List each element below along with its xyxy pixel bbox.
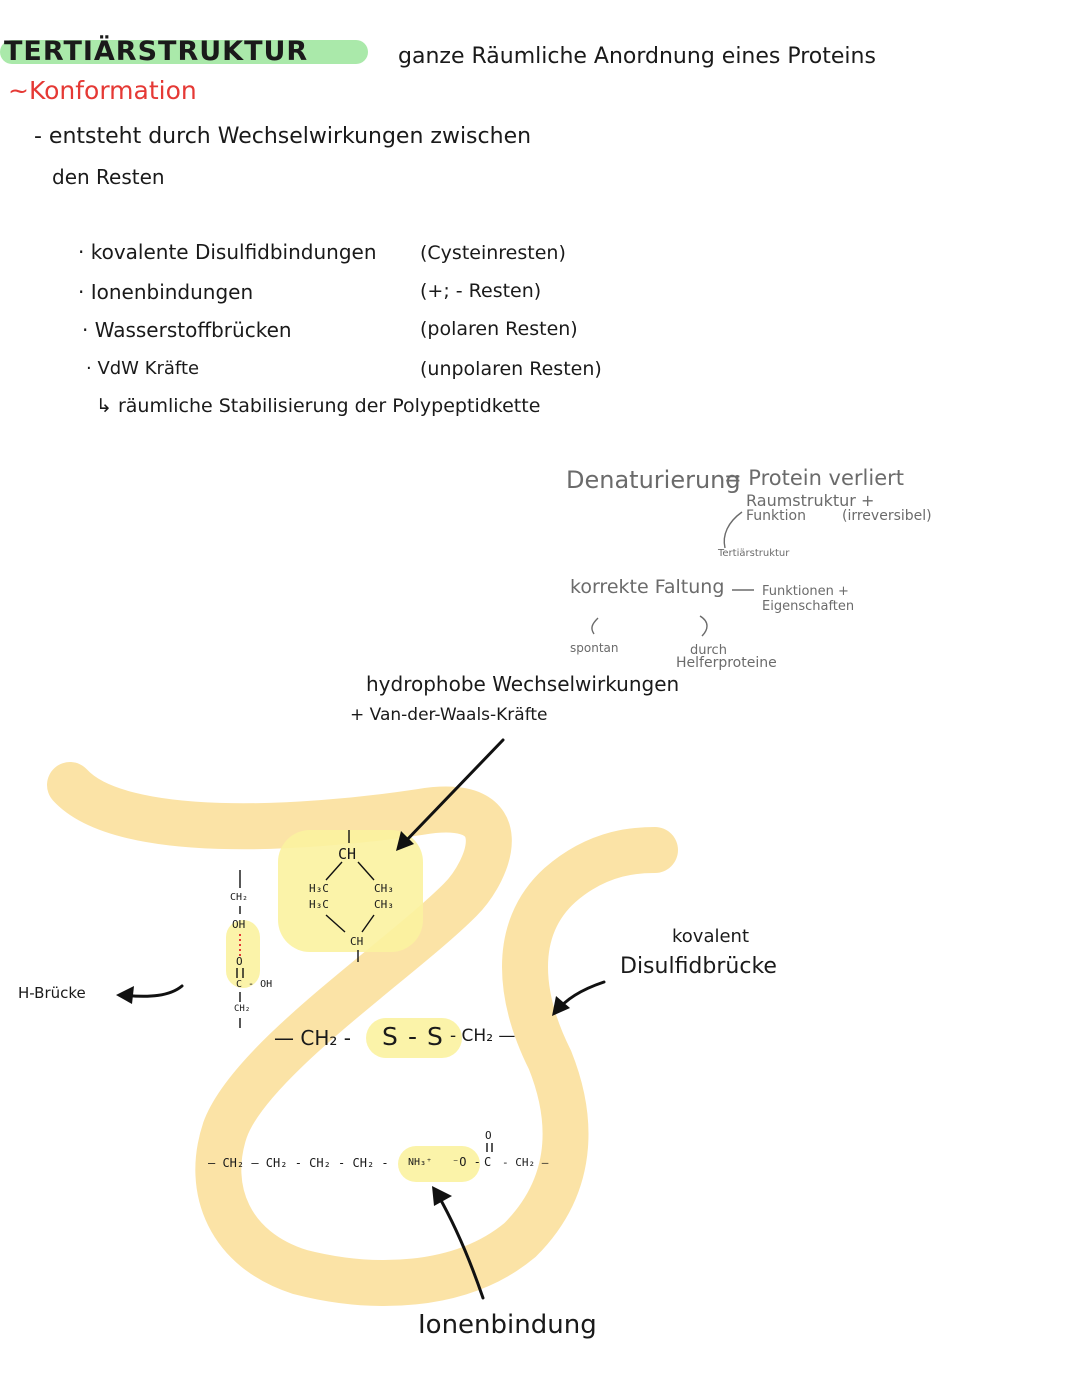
hydrophobic-ch-bottom: CH <box>350 935 364 948</box>
spontaneous-arrow <box>591 617 599 635</box>
disulfide-right: - CH₂ — <box>450 1026 516 1046</box>
page-subtitle: ~Konformation <box>8 76 197 105</box>
helper-label-1: durch <box>690 643 727 658</box>
hbond-arrowhead <box>116 986 134 1004</box>
ionic-c: C <box>484 1155 492 1169</box>
hbond-o: O <box>236 955 243 968</box>
hydrophobic-ch3-1: CH₃ <box>374 882 394 895</box>
hydrophobic-bond <box>325 861 343 881</box>
title-definition: ganze Räumliche Anordnung eines Proteins <box>398 44 876 69</box>
ionic-tail: - CH₂ — <box>502 1156 549 1169</box>
hydrophobic-label-1: hydrophobe Wechselwirkungen <box>366 672 680 696</box>
hydrophobic-arrowhead <box>396 831 414 851</box>
denaturation-arrow <box>723 511 743 549</box>
hbond-ch2-top: CH₂ <box>230 892 249 903</box>
hbond-highlight <box>226 920 260 988</box>
folding-label: korrekte Faltung <box>570 576 725 598</box>
bond-item-name: · Ionenbindungen <box>78 280 254 304</box>
hydrophobic-bond <box>357 861 375 881</box>
hydrophobic-bond <box>361 914 375 933</box>
hbond-label: H-Brücke <box>18 984 86 1002</box>
hydrophobic-ch-top: CH <box>338 845 357 863</box>
bond-item-name: · Wasserstoffbrücken <box>82 318 292 342</box>
intro-line2: den Resten <box>52 165 165 189</box>
functions-label: Funktionen + <box>762 584 849 599</box>
properties-label: Eigenschaften <box>762 599 855 614</box>
covalent-label-1: kovalent <box>672 926 750 947</box>
ionic-arrowhead <box>432 1186 452 1206</box>
ionic-label: Ionenbindung <box>418 1310 597 1340</box>
disulfide-dash: - <box>408 1022 418 1051</box>
hydrophobic-highlight <box>278 830 423 952</box>
denaturation-line3: Funktion <box>746 508 806 524</box>
disulfide-arrowhead <box>552 996 570 1016</box>
hydrophobic-ch3-2: CH₃ <box>374 898 394 911</box>
helper-arrow <box>699 615 708 637</box>
hbond-c-oh: C - OH <box>236 979 273 990</box>
hydrophobic-bond <box>325 914 346 933</box>
hbond-ch2-bottom: CH₂ <box>234 1004 251 1014</box>
bond-item-note: (unpolaren Resten) <box>420 358 602 380</box>
denaturation-term: Denaturierung <box>566 466 741 494</box>
ionic-chain: — CH₂ — CH₂ - CH₂ - CH₂ - <box>208 1156 389 1170</box>
denaturation-definition: = Protein verliert <box>724 466 904 490</box>
hydrophobic-h3c-1: H₃C <box>309 882 329 895</box>
polypeptide-chain <box>47 762 678 1306</box>
spontaneous-label: spontan <box>570 641 619 655</box>
ionic-o-minus: ⁻O - <box>452 1155 481 1169</box>
bond-item-note: (polaren Resten) <box>420 318 578 340</box>
title-highlight <box>0 40 368 64</box>
ionic-o-top: O <box>485 1129 492 1142</box>
disulfide-s2: S <box>427 1022 443 1051</box>
denaturation-line2: Raumstruktur + <box>746 491 875 510</box>
bond-item-name: · kovalente Disulfidbindungen <box>78 240 377 264</box>
bond-item-note: (+; - Resten) <box>420 280 542 302</box>
hydrophobic-h3c-2: H₃C <box>309 898 329 911</box>
ionic-arrow <box>436 1193 485 1300</box>
disulfide-left: — CH₂ - <box>274 1026 351 1050</box>
ionic-nh3: NH₃⁺ <box>408 1157 433 1168</box>
helper-label-2: Helferproteine <box>676 655 777 671</box>
disulfide-highlight <box>366 1018 462 1058</box>
denaturation-irreversible: (irreversibel) <box>842 508 932 524</box>
ionic-highlight <box>398 1146 480 1182</box>
result-line: ↳ räumliche Stabilisierung der Polypepti… <box>96 395 541 417</box>
bond-item-note: (Cysteinresten) <box>420 242 566 264</box>
hbond-oh: OH <box>232 918 246 931</box>
page-title: TERTIÄRSTRUKTUR <box>4 36 309 67</box>
covalent-label-2: Disulfidbrücke <box>620 954 777 979</box>
disulfide-s1: S <box>382 1022 398 1051</box>
hydrophobic-arrow <box>400 738 505 847</box>
intro-line1: - entsteht durch Wechselwirkungen zwisch… <box>34 124 532 149</box>
bond-item-name: · VdW Kräfte <box>86 358 200 379</box>
denaturation-tertiary: Tertiärstruktur <box>718 548 790 559</box>
hydrophobic-label-2: + Van-der-Waals-Kräfte <box>350 705 548 725</box>
